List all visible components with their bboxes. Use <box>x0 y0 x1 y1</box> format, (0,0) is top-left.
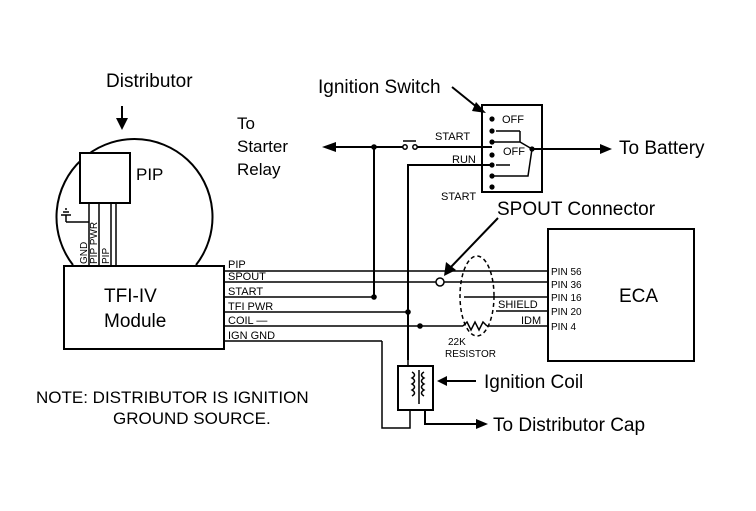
dist-cap-arrowhead <box>476 419 488 429</box>
switch-off-mid: OFF <box>503 146 525 158</box>
ignition-switch-arrowhead <box>472 102 486 113</box>
shield-label: SHIELD <box>498 299 538 311</box>
switch-contact-7 <box>489 184 495 190</box>
spout-connector-label: SPOUT Connector <box>497 199 656 220</box>
pip-sensor <box>79 152 131 204</box>
shield-dashed-outline <box>459 255 495 337</box>
wire-pip-label: PIP <box>228 259 246 271</box>
wire-start-label: START <box>228 286 263 298</box>
distributor-outline <box>55 138 214 266</box>
wire-coil-label: COIL — <box>228 315 267 327</box>
note-line-1: NOTE: DISTRIBUTOR IS IGNITION <box>36 388 309 407</box>
eca-label: ECA <box>619 286 658 307</box>
switch-start-label: START <box>435 131 470 143</box>
coil-secondary-winding <box>420 371 426 397</box>
pip-pwr-vertical-label: PIP PWR <box>89 222 100 264</box>
battery-arrowhead <box>600 144 612 154</box>
coil-primary-winding <box>410 371 416 397</box>
ignition-coil-body <box>397 365 434 411</box>
switch-off-top: OFF <box>502 114 524 126</box>
junction-tfi-pwr <box>405 309 411 315</box>
to-starter-line3: Relay <box>237 160 281 179</box>
pin-36-label: PIN 36 <box>551 280 582 291</box>
junction-start <box>371 294 377 300</box>
switch-contact-1 <box>489 116 495 122</box>
coil-arrowhead <box>437 376 447 386</box>
pip-sensor-label: PIP <box>136 165 163 184</box>
run-wire <box>407 164 492 360</box>
pin-4-label: PIN 4 <box>551 322 576 333</box>
to-starter-line2: Starter <box>237 137 288 156</box>
starter-switch-contact-b <box>412 144 418 150</box>
switch-run-label: RUN <box>452 154 476 166</box>
resistor-value-label: 22K <box>448 337 466 348</box>
spout-arrowhead <box>444 262 456 276</box>
tfi-iv-module <box>63 265 225 350</box>
tfi-module-subtitle: Module <box>104 311 166 332</box>
ignition-coil <box>397 360 488 429</box>
to-starter-line1: To <box>237 114 255 133</box>
gnd-vertical-label: GND <box>79 242 90 264</box>
distributor-label: Distributor <box>106 71 193 92</box>
ign-gnd-return <box>381 341 411 429</box>
ignition-coil-label: Ignition Coil <box>484 372 583 393</box>
starter-arrowhead <box>322 142 336 152</box>
distributor-arrow-head <box>116 118 128 130</box>
switch-contact-2 <box>489 128 495 134</box>
switch-start-bottom-label: START <box>441 191 476 203</box>
resistor-label: RESISTOR <box>445 349 496 360</box>
switch-contact-4 <box>489 152 495 158</box>
pip-vertical-label: PIP <box>101 248 112 264</box>
distributor <box>55 106 214 266</box>
wire-spout-label: SPOUT <box>228 271 266 283</box>
pin-56-label: PIN 56 <box>551 267 582 278</box>
wire-ign-gnd-label: IGN GND <box>228 330 275 342</box>
eca-box <box>547 228 695 362</box>
pin-16-label: PIN 16 <box>551 293 582 304</box>
idm-label: IDM <box>521 315 541 327</box>
wire-tfi-pwr-label: TFI PWR <box>228 301 273 313</box>
junction-coil <box>417 323 423 329</box>
note-line-2: GROUND SOURCE. <box>113 409 271 428</box>
spout-connector-plug <box>435 277 445 287</box>
spout-pointer <box>449 217 499 269</box>
ignition-switch-pointer <box>451 86 479 109</box>
starter-switch-contact-a <box>402 144 408 150</box>
to-distributor-cap-label: To Distributor Cap <box>493 415 645 436</box>
pin-20-label: PIN 20 <box>551 307 582 318</box>
to-battery-label: To Battery <box>619 138 705 159</box>
resistor-22k <box>462 320 488 332</box>
ignition-switch-label: Ignition Switch <box>318 77 441 98</box>
dist-cap-wire <box>424 410 476 425</box>
tfi-module-title: TFI-IV <box>104 286 157 307</box>
